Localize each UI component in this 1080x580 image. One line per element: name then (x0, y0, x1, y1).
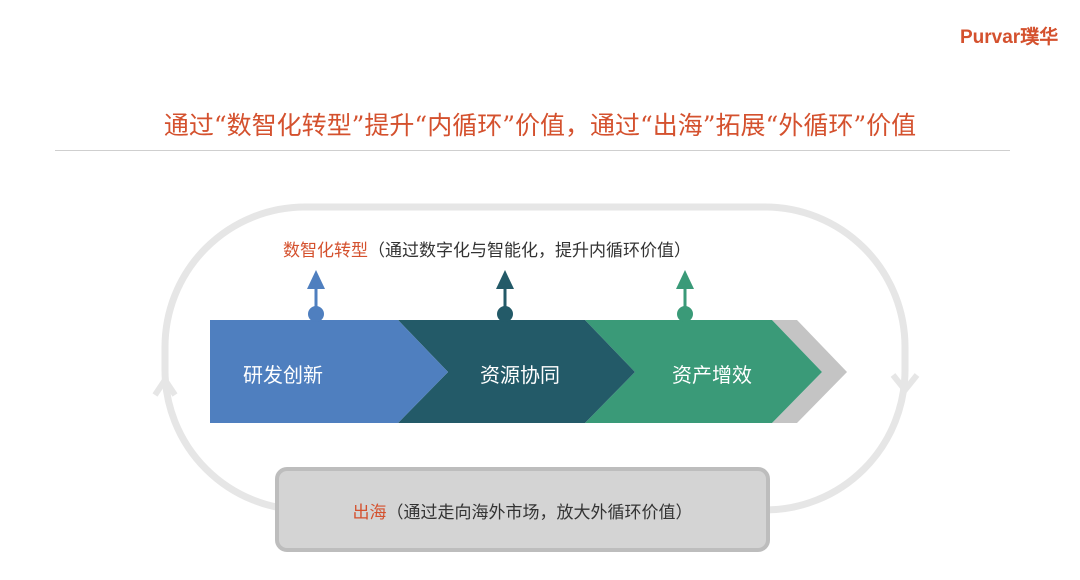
stage-chevron-1 (210, 320, 448, 423)
up-arrow-icon (676, 270, 694, 289)
stage-label-3: 资产增效 (672, 363, 752, 387)
loop-arrow-down-icon (890, 373, 920, 395)
up-arrow-icon (307, 270, 325, 289)
note-highlight: 数智化转型 (283, 241, 368, 261)
stage-chevron-2 (398, 320, 635, 423)
stage-chevron-3 (585, 320, 822, 423)
title-divider (55, 150, 1010, 151)
note-text: （通过数字化与智能化，提升内循环价值） (368, 241, 691, 261)
digital-transformation-note: 数智化转型（通过数字化与智能化，提升内循环价值） (283, 236, 691, 261)
note-text: （通过走向海外市场，放大外循环价值） (386, 503, 693, 523)
arrow-base-dot (677, 306, 693, 322)
arrow-base-dot (308, 306, 324, 322)
stage-label-2: 资源协同 (480, 363, 560, 387)
chevron-tail (772, 320, 847, 423)
outbound-note: 出海（通过走向海外市场，放大外循环价值） (275, 498, 770, 523)
arrow-base-dot (497, 306, 513, 322)
note-highlight: 出海 (352, 503, 387, 523)
outbound-box (275, 467, 770, 552)
stage-label-1: 研发创新 (243, 363, 323, 387)
purvar-logo: Purvar璞华 (960, 27, 1059, 48)
page-title: 通过“数智化转型”提升“内循环”价值，通过“出海”拓展“外循环”价值 (163, 111, 917, 140)
up-arrow-icon (496, 270, 514, 289)
loop-arrow-up-icon (152, 374, 178, 397)
